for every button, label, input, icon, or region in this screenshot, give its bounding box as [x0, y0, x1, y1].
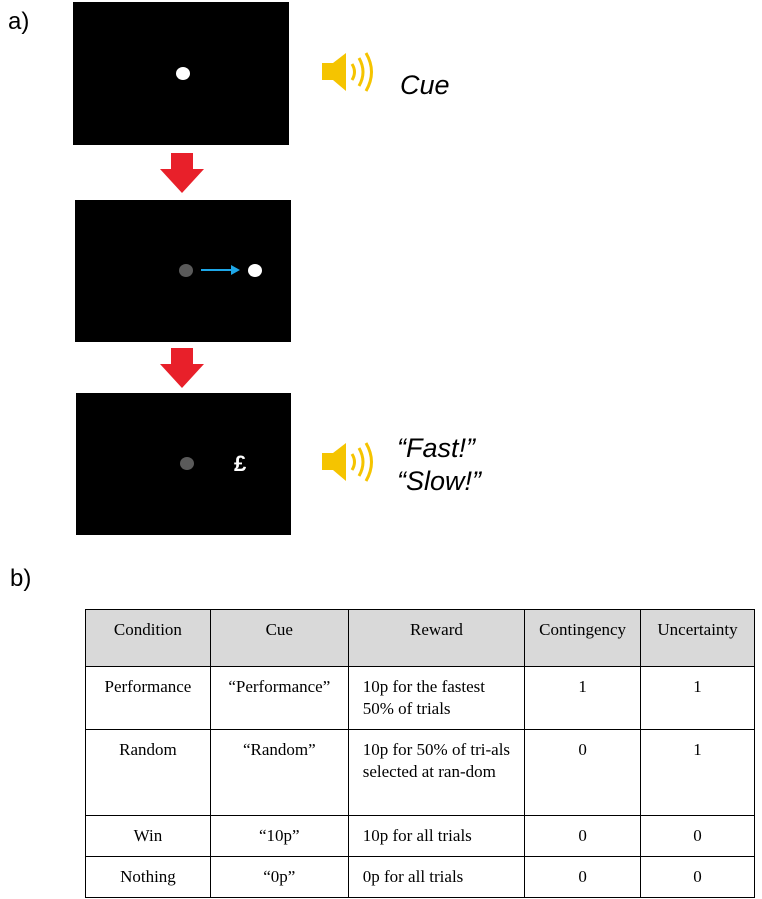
cell-uncertainty: 0: [640, 856, 755, 898]
cell-contingency: 0: [524, 815, 642, 857]
feedback-slow-label: “Slow!”: [397, 466, 482, 496]
cue-screen: [73, 2, 289, 145]
cell-reward: 0p for all trials: [347, 856, 526, 898]
grey-dot: [179, 264, 193, 277]
down-arrow-icon: [160, 348, 204, 388]
cell-contingency: 1: [524, 666, 642, 730]
table-row: Performance “Performance” 10p for the fa…: [85, 666, 755, 730]
table-header-row: Condition Cue Reward Contingency Uncerta…: [85, 609, 755, 667]
header-cue: Cue: [209, 609, 349, 667]
feedback-screen: £: [76, 393, 291, 535]
cell-cue: “Random”: [209, 729, 349, 816]
table-row: Nothing “0p” 0p for all trials 0 0: [85, 856, 755, 898]
cell-cue: “Performance”: [209, 666, 349, 730]
cell-condition: Random: [85, 729, 211, 816]
cell-uncertainty: 1: [640, 729, 755, 816]
cell-uncertainty: 1: [640, 666, 755, 730]
cell-uncertainty: 0: [640, 815, 755, 857]
speaker-icon: [322, 52, 373, 92]
pound-symbol: £: [234, 451, 247, 476]
panel-b-label: b): [10, 565, 32, 592]
header-reward: Reward: [347, 609, 526, 667]
header-uncertainty: Uncertainty: [640, 609, 755, 667]
speaker-icon: [322, 442, 373, 482]
right-arrow-icon: [201, 265, 240, 275]
cell-reward: 10p for 50% of tri-als selected at ran-d…: [347, 729, 526, 816]
header-condition: Condition: [85, 609, 211, 667]
down-arrow-icon: [160, 153, 204, 193]
cell-cue: “10p”: [209, 815, 349, 857]
conditions-table: Condition Cue Reward Contingency Uncerta…: [85, 609, 755, 898]
white-dot: [248, 264, 262, 277]
cell-cue: “0p”: [209, 856, 349, 898]
header-contingency: Contingency: [524, 609, 642, 667]
panel-a-label: a): [8, 8, 30, 35]
white-dot: [176, 67, 190, 80]
cell-reward: 10p for all trials: [347, 815, 526, 857]
table-row: Win “10p” 10p for all trials 0 0: [85, 815, 755, 857]
cue-label: Cue: [400, 70, 450, 100]
cell-contingency: 0: [524, 729, 642, 816]
cell-contingency: 0: [524, 856, 642, 898]
movement-screen: [75, 200, 291, 342]
cell-reward: 10p for the fastest 50% of trials: [347, 666, 526, 730]
feedback-fast-label: “Fast!”: [397, 433, 475, 463]
grey-dot: [180, 457, 194, 470]
cell-condition: Performance: [85, 666, 211, 730]
cell-condition: Nothing: [85, 856, 211, 898]
cell-condition: Win: [85, 815, 211, 857]
table-row: Random “Random” 10p for 50% of tri-als s…: [85, 729, 755, 816]
